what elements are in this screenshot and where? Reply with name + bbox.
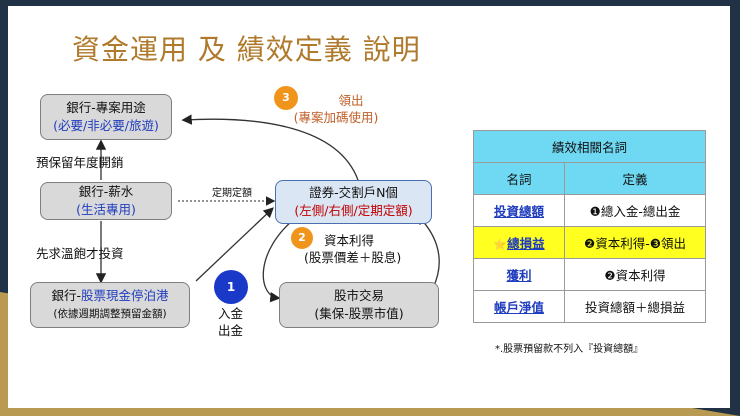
box-bank-salary: 銀行-薪水 (生活專用) bbox=[40, 182, 172, 220]
circle-3: 3 bbox=[274, 86, 298, 110]
legend-col-def: 定義 bbox=[564, 162, 706, 195]
securities-sub: (左側/右側/定期定額) bbox=[294, 203, 413, 218]
withdraw-sub: (專案加碼使用) bbox=[293, 110, 379, 125]
label-deposit: 入金 出金 bbox=[218, 305, 243, 339]
star-icon: ⭐ bbox=[493, 238, 508, 251]
term-cell: 帳戶淨值 bbox=[473, 290, 565, 323]
slide-title: 資金運用 及 績效定義 說明 bbox=[72, 33, 421, 66]
deposit-in: 入金 bbox=[218, 306, 244, 321]
legend-header-row: 名詞 定義 bbox=[473, 162, 706, 195]
arrow-market-to-securities bbox=[416, 214, 440, 289]
bank-special-sub: (必要/非必要/旅遊) bbox=[53, 118, 159, 133]
bank-parking-prefix: 銀行- bbox=[51, 288, 81, 303]
table-row: 獲利 ❷資本利得 bbox=[473, 258, 706, 291]
box-bank-special: 銀行-專案用途 (必要/非必要/旅遊) bbox=[40, 94, 172, 140]
bank-parking-title: 銀行-股票現金停泊港 bbox=[31, 287, 189, 305]
legend-title: 績效相關名詞 bbox=[473, 130, 706, 163]
bank-salary-sub: (生活專用) bbox=[76, 202, 136, 217]
market-title: 股市交易 bbox=[333, 288, 384, 303]
label-capital-gain: 資本利得 (股票價差＋股息) bbox=[304, 232, 401, 266]
label-withdraw: 領出 (專案加碼使用) bbox=[276, 92, 396, 126]
label-regular-fixed: 定期定額 bbox=[212, 188, 252, 199]
term-cell: 獲利 bbox=[473, 258, 565, 291]
slide: 資金運用 及 績效定義 說明 銀行-專案用途 (必要/非必要/旅遊) 預保留年度… bbox=[8, 6, 730, 408]
legend-table: 績效相關名詞 名詞 定義 投資總額 ❶總入金-總出金 ⭐總損益 ❷資本利得-❸領… bbox=[473, 130, 706, 323]
term-cell: ⭐總損益 bbox=[473, 226, 565, 259]
term-link[interactable]: 總損益 bbox=[507, 236, 545, 251]
bank-salary-title: 銀行-薪水 bbox=[78, 184, 134, 199]
box-market: 股市交易 (集保-股票市值) bbox=[279, 282, 439, 328]
term-link[interactable]: 獲利 bbox=[506, 268, 532, 283]
capital-gain-sub: (股票價差＋股息) bbox=[304, 250, 402, 265]
legend-col-term: 名詞 bbox=[473, 162, 565, 195]
capital-gain-title: 資本利得 bbox=[324, 233, 375, 248]
term-cell: 投資總額 bbox=[473, 194, 565, 227]
circle-1: 1 bbox=[214, 270, 248, 304]
def-cell: 投資總額＋總損益 bbox=[564, 290, 706, 323]
table-row: 帳戶淨值 投資總額＋總損益 bbox=[473, 290, 706, 323]
def-cell: ❷資本利得 bbox=[564, 258, 706, 291]
withdraw-title: 領出 bbox=[338, 93, 364, 108]
box-securities: 證券-交割戶N個 (左側/右側/定期定額) bbox=[275, 180, 432, 224]
term-link[interactable]: 帳戶淨值 bbox=[493, 300, 544, 315]
table-row: 投資總額 ❶總入金-總出金 bbox=[473, 194, 706, 227]
def-cell: ❶總入金-總出金 bbox=[564, 194, 706, 227]
securities-title: 證券-交割戶N個 bbox=[309, 185, 398, 200]
box-bank-parking: 銀行-股票現金停泊港 (依據週期調整預留金額) bbox=[30, 282, 190, 328]
bank-special-title: 銀行-專案用途 bbox=[66, 100, 146, 115]
label-save-then-invest: 先求溫飽才投資 bbox=[36, 246, 124, 261]
def-cell: ❷資本利得-❸領出 bbox=[564, 226, 706, 259]
arrow-deposit bbox=[195, 207, 274, 282]
bank-parking-sub: (依據週期調整預留金額) bbox=[53, 308, 167, 320]
label-reserve-year: 預保留年度開銷 bbox=[36, 155, 124, 170]
arrow-withdraw bbox=[181, 114, 359, 181]
arrow-capital-gain bbox=[262, 215, 299, 303]
term-link[interactable]: 投資總額 bbox=[493, 204, 544, 219]
market-sub: (集保-股票市值) bbox=[314, 306, 404, 321]
table-row: ⭐總損益 ❷資本利得-❸領出 bbox=[473, 226, 706, 259]
deposit-out: 出金 bbox=[218, 323, 244, 338]
circle-2: 2 bbox=[291, 227, 313, 249]
bank-parking-link: 股票現金停泊港 bbox=[81, 288, 169, 303]
footnote: *.股票預留款不列入『投資總額』 bbox=[495, 344, 644, 355]
legend-title-row: 績效相關名詞 bbox=[473, 130, 706, 163]
